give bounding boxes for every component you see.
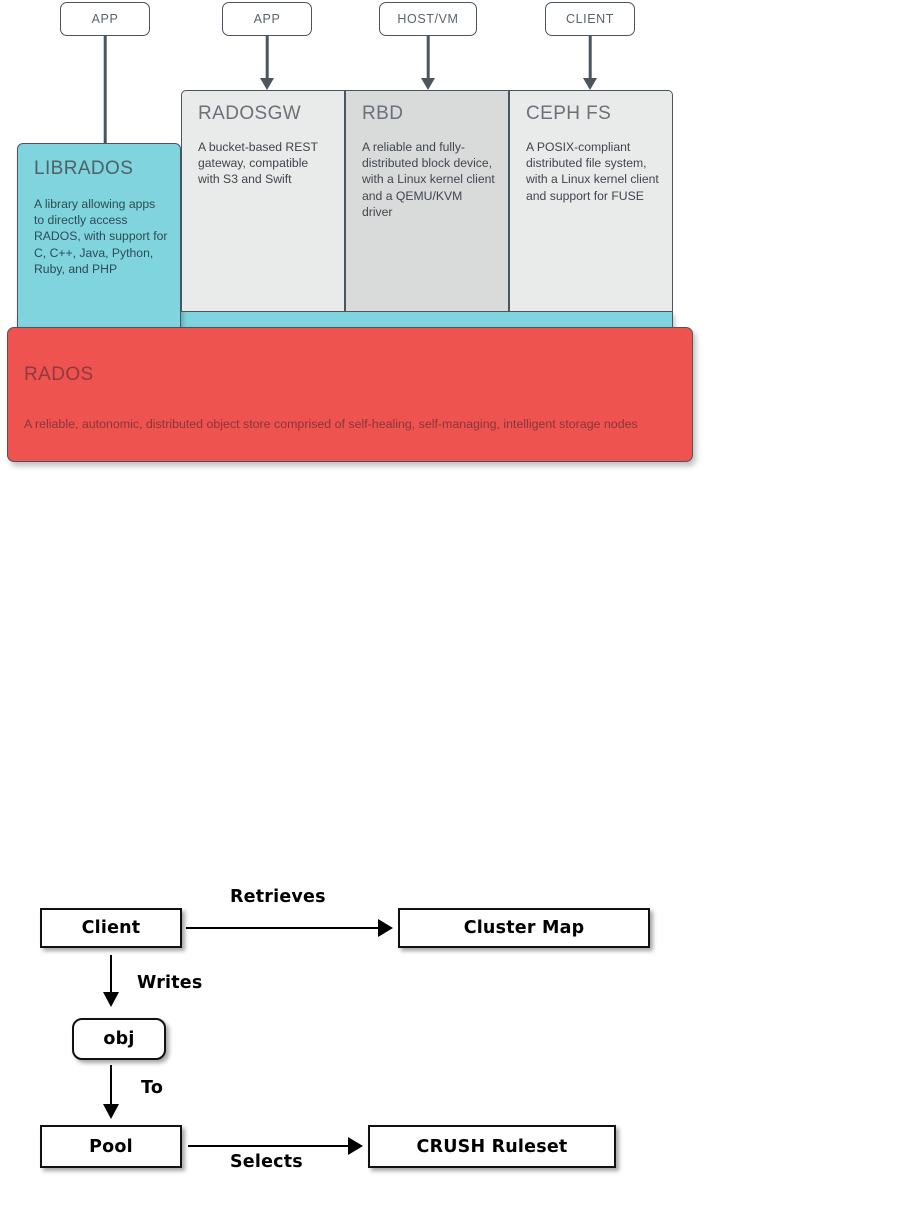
arrow-head-icon-retrieves bbox=[378, 919, 393, 937]
panel-rbd-title: RBD bbox=[362, 103, 404, 124]
arrow-head-icon-to bbox=[103, 1104, 119, 1119]
panel-rados-body: A reliable, autonomic, distributed objec… bbox=[24, 417, 638, 431]
flow-node-pool-label: Pool bbox=[89, 1136, 133, 1157]
panel-radosgw-title: RADOSGW bbox=[198, 103, 302, 124]
arrow-head-icon-writes bbox=[103, 992, 119, 1007]
flow-node-obj: obj bbox=[72, 1018, 166, 1060]
panel-librados: LIBRADOS A library allowing apps to dire… bbox=[17, 143, 181, 345]
client-box-client-label: CLIENT bbox=[565, 12, 615, 26]
flow-edge-client-cluster-map bbox=[186, 927, 380, 930]
flow-node-obj-label: obj bbox=[103, 1029, 135, 1049]
flow-node-pool: Pool bbox=[40, 1125, 182, 1168]
client-box-app-1: APP bbox=[60, 2, 150, 36]
panel-cephfs: CEPH FS A POSIX-compliant distributed fi… bbox=[509, 90, 673, 312]
panel-radosgw: RADOSGW A bucket-based REST gateway, com… bbox=[181, 90, 345, 312]
arrow-head-icon-selects bbox=[348, 1137, 363, 1155]
ceph-architecture-diagram: APP APP HOST/VM CLIENT LIBRADOS A librar… bbox=[0, 0, 700, 500]
flow-node-client-label: Client bbox=[81, 918, 141, 938]
arrow-hostvm-to-rbd bbox=[418, 36, 438, 90]
client-box-app-2: APP bbox=[222, 2, 312, 36]
panel-librados-body: A library allowing apps to directly acce… bbox=[34, 197, 168, 276]
client-box-client: CLIENT bbox=[545, 2, 635, 36]
flow-edge-pool-crush-ruleset bbox=[188, 1145, 350, 1148]
flow-node-cluster-map-label: Cluster Map bbox=[463, 918, 585, 938]
crush-flow-diagram: Client Cluster Map obj Pool CRUSH Rulese… bbox=[0, 860, 720, 1220]
panel-rbd-body: A reliable and fully-distributed block d… bbox=[362, 140, 495, 219]
flow-node-client: Client bbox=[40, 908, 182, 948]
flow-edge-label-writes: Writes bbox=[137, 973, 203, 993]
panel-cephfs-body: A POSIX-compliant distributed file syste… bbox=[526, 140, 659, 203]
flow-node-crush-ruleset: CRUSH Ruleset bbox=[368, 1125, 616, 1168]
flow-edge-label-retrieves: Retrieves bbox=[230, 887, 326, 907]
flow-node-cluster-map: Cluster Map bbox=[398, 908, 650, 948]
flow-edge-label-to: To bbox=[141, 1078, 164, 1098]
panel-cephfs-title: CEPH FS bbox=[526, 103, 612, 124]
arrow-client-to-cephfs bbox=[580, 36, 600, 90]
panel-rbd: RBD A reliable and fully-distributed blo… bbox=[345, 90, 509, 312]
client-box-host-vm: HOST/VM bbox=[379, 2, 477, 36]
client-box-app-1-label: APP bbox=[91, 12, 119, 26]
flow-edge-client-obj bbox=[110, 955, 113, 995]
client-box-host-vm-label: HOST/VM bbox=[397, 12, 459, 26]
flow-node-crush-ruleset-label: CRUSH Ruleset bbox=[416, 1136, 568, 1157]
arrow-app2-to-radosgw bbox=[257, 36, 277, 90]
panel-rados: RADOS A reliable, autonomic, distributed… bbox=[7, 327, 693, 462]
flow-edge-label-selects: Selects bbox=[230, 1152, 303, 1172]
client-box-app-2-label: APP bbox=[253, 12, 281, 26]
panel-rados-title: RADOS bbox=[24, 364, 94, 385]
arrow-app1-to-librados bbox=[95, 36, 115, 158]
panel-radosgw-body: A bucket-based REST gateway, compatible … bbox=[198, 140, 318, 187]
flow-edge-obj-pool bbox=[110, 1065, 113, 1107]
panel-librados-title: LIBRADOS bbox=[34, 158, 134, 179]
